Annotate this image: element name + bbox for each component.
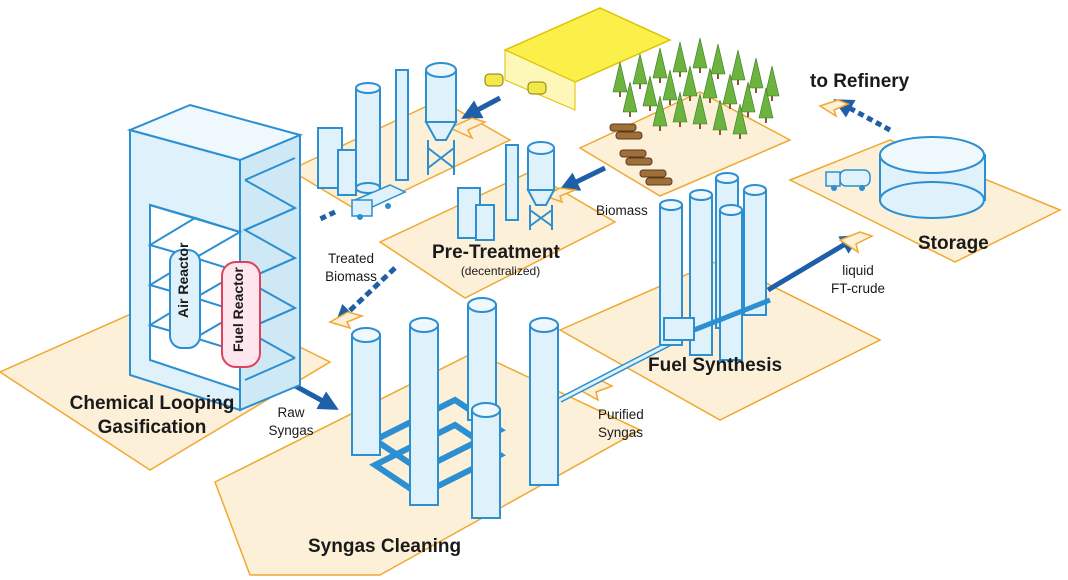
air-reactor-vessel: [169, 249, 201, 349]
label-storage: Storage: [918, 233, 989, 254]
label-air-reactor: Air Reactor: [175, 242, 191, 318]
arrow-ft-crude: [766, 234, 861, 293]
fuel-reactor-vessel: [221, 261, 261, 368]
storage-equipment: [825, 136, 986, 219]
label-raw: Raw: [277, 405, 305, 420]
label-chemical-looping: Chemical Looping: [69, 393, 235, 414]
log-pile-icon: [609, 123, 673, 186]
platform-forest: [578, 91, 792, 197]
field: [484, 7, 672, 111]
pretreatment-equipment: [457, 141, 556, 241]
label-purified-syngas: Syngas: [598, 425, 644, 440]
arrow-forest-to-pretreatment: [559, 165, 607, 191]
pretreatment-top-equipment: [317, 62, 458, 220]
truck-icon: [351, 184, 407, 220]
label-liquid: liquid: [842, 263, 874, 278]
arrow-treated-biomass: [334, 266, 397, 325]
fuel-synthesis-equipment: [659, 172, 771, 361]
label-to-refinery: to Refinery: [810, 71, 910, 92]
platform-arrows: [328, 99, 874, 402]
label-purified: Purified: [598, 407, 644, 422]
label-decentralized: (decentralized): [460, 264, 541, 278]
syngas-cleaning-equipment: [351, 297, 682, 519]
platform-pretreatment: [378, 171, 617, 299]
truck-icon: [825, 169, 871, 191]
label-treated: Treated: [327, 251, 375, 266]
column-icon: [351, 297, 559, 519]
arrow-field-to-pretreatment: [461, 95, 502, 119]
forest: [609, 37, 780, 186]
gasifier-building: [126, 103, 304, 412]
arrow-to-refinery: [833, 99, 892, 133]
label-fuel-synthesis: Fuel Synthesis: [648, 355, 783, 376]
label-fuel-reactor: Fuel Reactor: [230, 267, 246, 352]
label-raw-syngas: Syngas: [268, 423, 314, 438]
label-gasification: Gasification: [97, 417, 207, 438]
arrow-truck-to-gasifier: [316, 209, 337, 223]
label-pretreatment: Pre-Treatment: [432, 242, 560, 263]
label-ft-crude: FT-crude: [830, 281, 885, 296]
label-syngas-cleaning: Syngas Cleaning: [308, 536, 462, 557]
tank-icon: [879, 136, 986, 219]
silo-icon: [424, 62, 458, 175]
hay-bale-icon: [484, 73, 504, 87]
label-treated-biomass: Biomass: [325, 269, 377, 284]
label-biomass: Biomass: [596, 203, 648, 218]
hay-bale-icon: [527, 81, 547, 95]
